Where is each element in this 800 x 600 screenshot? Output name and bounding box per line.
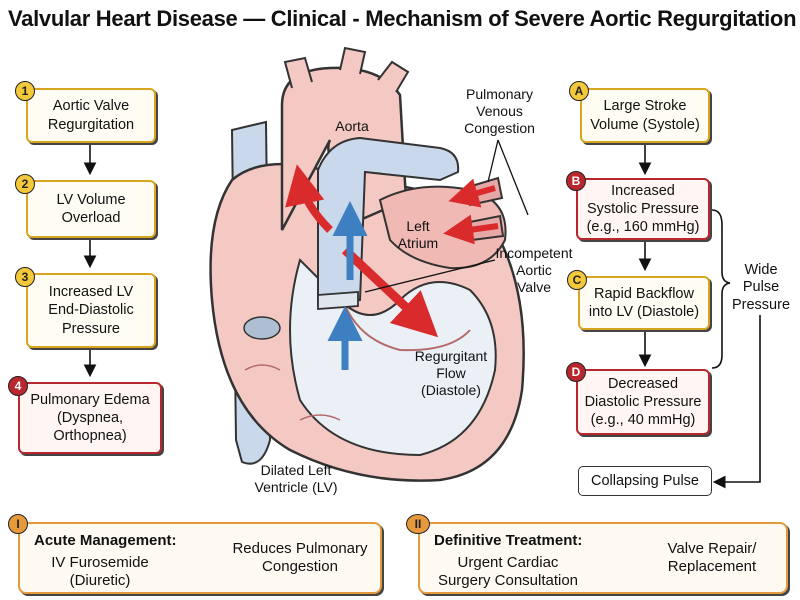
step-text: LV Volume Overload (56, 191, 126, 226)
acute-management-box: Acute Management: IV Furosemide (Diureti… (18, 522, 382, 594)
step-badge: C (567, 270, 587, 290)
step-badge: B (566, 171, 586, 191)
acute-result-text: Reduces Pulmonary Congestion (232, 540, 368, 575)
step-rapid-backflow: Rapid Backflow into LV (Diastole) (578, 276, 710, 330)
step-large-stroke-volume: Large Stroke Volume (Systole) (580, 88, 710, 143)
step-text: Decreased Diastolic Pressure (e.g., 40 m… (584, 375, 702, 429)
step-pulmonary-edema: Pulmonary Edema (Dyspnea, Orthopnea) (18, 382, 162, 454)
step-badge: D (566, 362, 586, 382)
step-increased-systolic: Increased Systolic Pressure (e.g., 160 m… (576, 178, 710, 240)
management-badge: I (8, 514, 28, 534)
definitive-action-text: Urgent Cardiac Surgery Consultation (437, 554, 579, 589)
step-text: Increased LV End-Diastolic Pressure (48, 284, 134, 337)
step-badge: 1 (15, 81, 35, 101)
step-text: Aortic Valve Regurgitation (47, 98, 135, 133)
definitive-result-text: Valve Repair/ Replacement (667, 540, 757, 575)
management-badge: II (406, 514, 430, 534)
definitive-treatment-box: Definitive Treatment: Urgent Cardiac Sur… (418, 522, 788, 594)
step-lv-volume-overload: LV Volume Overload (26, 180, 156, 238)
step-text: Large Stroke Volume (Systole) (590, 98, 700, 133)
collapsing-pulse-text: Collapsing Pulse (590, 472, 699, 489)
incompetent-valve-label: Incompetent Aortic Valve (495, 245, 573, 295)
step-text: Pulmonary Edema (Dyspnea, Orthopnea) (30, 391, 150, 445)
wide-pulse-bracket (711, 209, 731, 369)
step-text: Increased Systolic Pressure (e.g., 160 m… (586, 182, 700, 236)
step-aortic-regurgitation: Aortic Valve Regurgitation (26, 88, 156, 143)
page-title: Valvular Heart Disease — Clinical - Mech… (8, 6, 797, 31)
acute-management-heading: Acute Management: (34, 532, 177, 549)
acute-action-text: IV Furosemide (Diuretic) (51, 554, 149, 589)
step-text: Rapid Backflow into LV (Diastole) (588, 285, 700, 320)
step-badge: 2 (15, 174, 35, 194)
collapsing-pulse-box: Collapsing Pulse (578, 466, 712, 496)
wide-pulse-label: Wide Pulse Pressure (731, 262, 791, 313)
step-decreased-diastolic: Decreased Diastolic Pressure (e.g., 40 m… (576, 369, 710, 435)
step-badge: 3 (15, 267, 35, 287)
definitive-treatment-heading: Definitive Treatment: (434, 532, 583, 549)
step-badge: 4 (8, 376, 28, 396)
right-flow-arrows (638, 143, 761, 489)
pulmonary-venous-label: Pulmonary Venous Congestion (464, 86, 535, 136)
aorta-label: Aorta (335, 118, 369, 134)
step-badge: A (569, 81, 589, 101)
heart-illustration (209, 46, 529, 482)
dilated-lv-label: Dilated Left Ventricle (LV) (254, 462, 338, 495)
left-atrium-label: Left Atrium (397, 218, 439, 251)
regurgitant-flow-label: Regurgitant Flow (Diastole) (414, 348, 488, 398)
step-increased-lvedp: Increased LV End-Diastolic Pressure (26, 273, 156, 348)
